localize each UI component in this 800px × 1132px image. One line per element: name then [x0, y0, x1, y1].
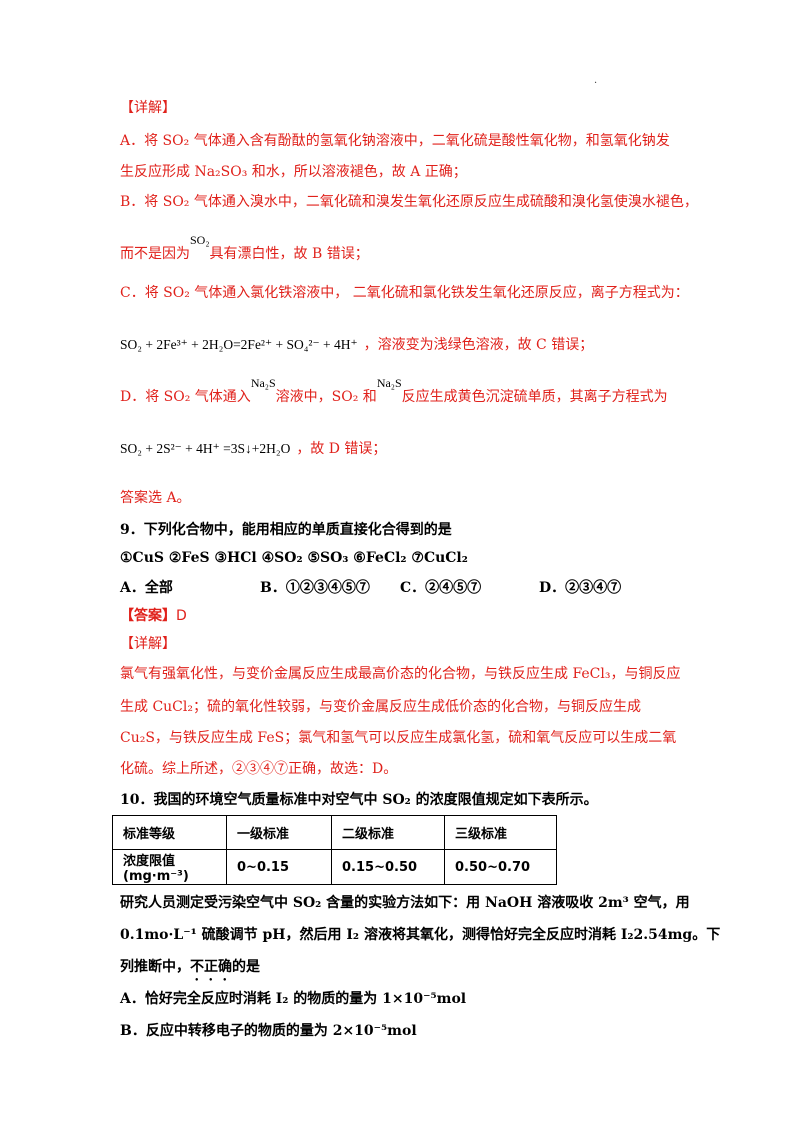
q9-answer-label: 【答案】 — [120, 608, 176, 624]
so2-standard-table: 标准等级 一级标准 二级标准 三级标准 浓度限值(mg·m⁻³) 0~0.15 … — [112, 815, 557, 885]
explain-d-mid: 溶液中，SO₂ 和 — [275, 389, 377, 405]
explain-d-prefix: D．将 SO₂ 气体通入 — [120, 389, 251, 405]
table-header-cell: 一级标准 — [226, 815, 332, 850]
d-ion-equation: SO₂ + 2S²⁻ + 4H⁺ =3S↓+2H₂O — [120, 441, 291, 456]
explain-a-line-1: A．将 SO₂ 气体通入含有酚酞的氢氧化钠溶液中，二氧化硫是酸性氧化物，和氢氧化… — [120, 133, 670, 149]
q9-explain-4: 化硫。综上所述，②③④⑦正确，故选：D。 — [120, 761, 398, 777]
explain-b-prefix: 而不是因为 — [120, 246, 190, 262]
q9-explain-3: Cu₂S，与铁反应生成 FeS；氯气和氢气可以反应生成氯化氢，硫和氧气反应可以生… — [120, 730, 677, 746]
q10-text-2: 0.1mo·L⁻¹ 硫酸调节 pH，然后用 I₂ 溶液将其氧化，测得恰好完全反应… — [120, 927, 721, 943]
table-header-cell: 标准等级 — [112, 815, 227, 850]
table-header-cell: 二级标准 — [331, 815, 445, 850]
q10-text-3: 列推断中，不正确的是 — [120, 957, 260, 984]
q10-stem: 10．我国的环境空气质量标准中对空气中 SO₂ 的浓度限值规定如下表所示。 — [120, 792, 598, 808]
explain-c-suffix: ，溶液变为浅绿色溶液，故 C 错误； — [363, 337, 594, 353]
q10-text-3-post: 的是 — [232, 959, 260, 975]
table-cell: 0.50~0.70 — [444, 849, 557, 885]
explain-a-line-2: 生反应形成 Na₂SO₃ 和水，所以溶液褪色，故 A 正确； — [120, 164, 467, 180]
q10-emphasis: 不正确 — [190, 959, 232, 975]
na2s-formula-2: Na₂S — [376, 376, 402, 390]
q9-detail-label: 【详解】 — [120, 636, 176, 652]
q9-answer-value: D — [176, 608, 187, 624]
explain-d-line-2: SO₂ + 2S²⁻ + 4H⁺ =3S↓+2H₂O ，故 D 错误； — [120, 439, 386, 459]
q10-text-3-pre: 列推断中， — [120, 959, 190, 975]
q9-answer: 【答案】D — [120, 606, 187, 626]
explain-b-line-1: B．将 SO₂ 气体通入溴水中，二氧化硫和溴发生氧化还原反应生成硫酸和溴化氢使溴… — [120, 194, 698, 210]
header-mark: · — [594, 78, 598, 89]
detail-label: 【详解】 — [120, 100, 176, 116]
q9-explain-1: 氯气有强氧化性，与变价金属反应生成最高价态的化合物，与铁反应生成 FeCl₃，与… — [120, 666, 681, 682]
q9-stem: 9．下列化合物中，能用相应的单质直接化合得到的是 — [120, 522, 452, 538]
table-header-row: 标准等级 一级标准 二级标准 三级标准 — [112, 815, 557, 850]
answer-line: 答案选 A。 — [120, 490, 191, 506]
explain-d-line-1: D．将 SO₂ 气体通入Na₂S溶液中，SO₂ 和Na₂S反应生成黄色沉淀硫单质… — [120, 376, 668, 407]
explain-d-suffix-2: ，故 D 错误； — [296, 441, 387, 457]
table-cell: 0~0.15 — [226, 849, 332, 885]
q9-compounds: ①CuS ②FeS ③HCl ④SO₂ ⑤SO₃ ⑥FeCl₂ ⑦CuCl₂ — [120, 550, 468, 566]
q9-explain-2: 生成 CuCl₂；硫的氧化性较弱，与变价金属反应生成低价态的化合物，与铜反应生成 — [120, 699, 641, 715]
q9-option-b: B．①②③④⑤⑦ — [260, 580, 370, 596]
table-cell: 0.15~0.50 — [331, 849, 445, 885]
na2s-formula-1: Na₂S — [250, 376, 276, 390]
so2-formula: SO₂ — [190, 233, 210, 247]
q9-option-a: A．全部 — [120, 580, 173, 596]
table-row: 浓度限值(mg·m⁻³) 0~0.15 0.15~0.50 0.50~0.70 — [112, 849, 557, 885]
q9-option-c: C．②④⑤⑦ — [400, 580, 482, 596]
table-header-cell: 三级标准 — [444, 815, 557, 850]
explain-b-line-2: 而不是因为SO₂具有漂白性，故 B 错误； — [120, 233, 369, 264]
explain-d-suffix: 反应生成黄色沉淀硫单质，其离子方程式为 — [401, 389, 668, 405]
q10-option-a: A．恰好完全反应时消耗 I₂ 的物质的量为 1×10⁻⁵mol — [120, 991, 467, 1007]
q10-option-b: B．反应中转移电子的物质的量为 2×10⁻⁵mol — [120, 1023, 417, 1039]
explain-c-line-1: C．将 SO₂ 气体通入氯化铁溶液中， 二氧化硫和氯化铁发生氧化还原反应，离子方… — [120, 285, 689, 301]
table-cell: 浓度限值(mg·m⁻³) — [112, 849, 227, 885]
explain-b-suffix: 具有漂白性，故 B 错误； — [209, 246, 369, 262]
explain-c-line-2: SO₂ + 2Fe³⁺ + 2H₂O=2Fe²⁺ + SO₄²⁻ + 4H⁺ ，溶… — [120, 335, 593, 355]
q9-option-d: D．②③④⑦ — [539, 580, 622, 596]
c-ion-equation: SO₂ + 2Fe³⁺ + 2H₂O=2Fe²⁺ + SO₄²⁻ + 4H⁺ — [120, 337, 358, 352]
q10-text-1: 研究人员测定受污染空气中 SO₂ 含量的实验方法如下：用 NaOH 溶液吸收 2… — [120, 895, 690, 911]
